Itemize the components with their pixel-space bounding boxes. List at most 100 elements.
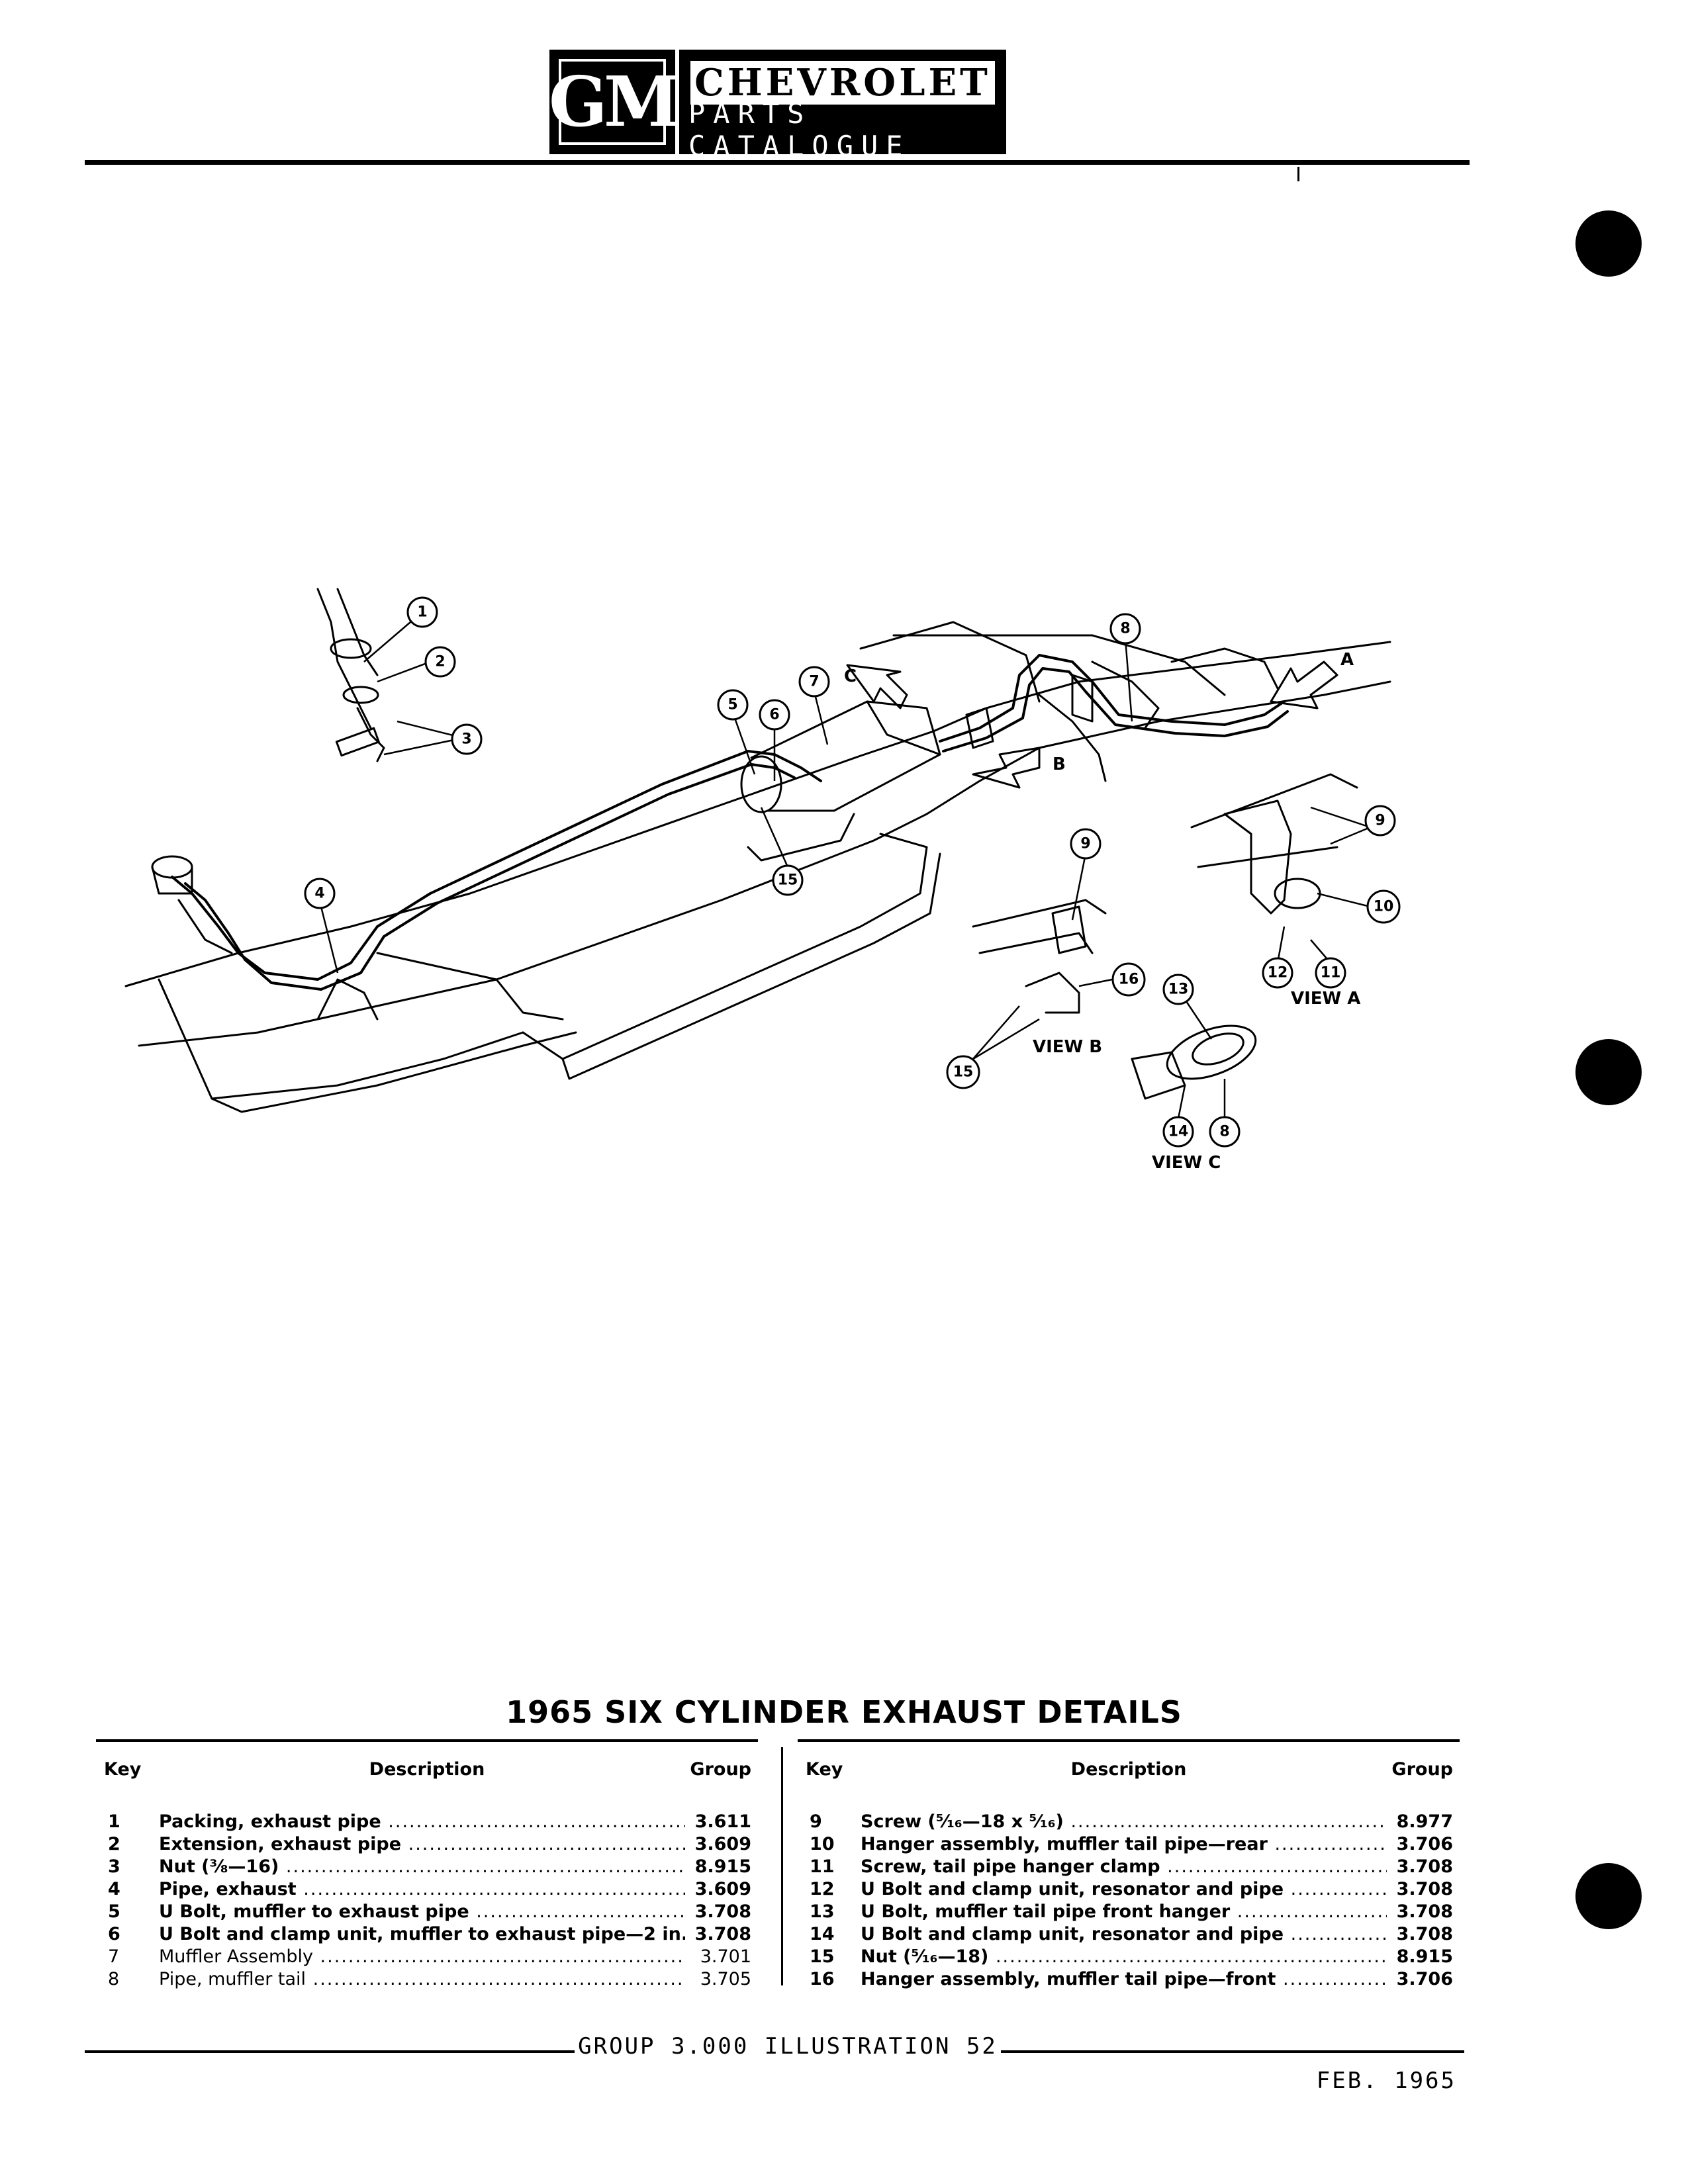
svg-text:9: 9 <box>1080 836 1090 852</box>
row-key: 15 <box>810 1946 835 1967</box>
svg-text:1: 1 <box>417 604 427 621</box>
row-key: 8 <box>108 1969 120 1989</box>
row-key: 13 <box>810 1901 835 1922</box>
row-description: U Bolt, muffler to exhaust pipe <box>159 1901 685 1923</box>
row-key: 3 <box>108 1856 120 1877</box>
svg-text:8: 8 <box>1120 621 1130 637</box>
callout-6: 6 <box>759 699 790 731</box>
muffler-front <box>740 755 782 813</box>
svg-text:6: 6 <box>769 707 779 723</box>
row-key: 10 <box>810 1834 835 1854</box>
column-header-key: Key <box>104 1759 142 1780</box>
row-key: 2 <box>108 1834 120 1854</box>
punch-hole-middle <box>1575 1039 1642 1105</box>
callout-8-view-c: 8 <box>1209 1116 1241 1148</box>
callout-8-top: 8 <box>1109 613 1141 645</box>
row-group: 3.708 <box>694 1901 751 1922</box>
callout-5: 5 <box>717 689 749 721</box>
column-header-group: Group <box>690 1759 751 1780</box>
column-header-description: Description <box>369 1759 485 1780</box>
row-key: 16 <box>810 1969 835 1989</box>
row-key: 9 <box>810 1811 822 1832</box>
row-group: 3.706 <box>1396 1834 1453 1854</box>
gm-logo-text: GM <box>549 59 680 145</box>
table-row: 9 Screw (⁵⁄₁₆—18 x ⁵⁄₁₆) 8.977 <box>798 1811 1460 1833</box>
row-group: 3.609 <box>694 1834 751 1854</box>
svg-text:3: 3 <box>461 731 471 748</box>
frame-rail-lower <box>138 680 1391 1047</box>
row-key: 7 <box>108 1946 120 1967</box>
row-group: 3.706 <box>1396 1969 1453 1989</box>
brand-block: CHEVROLET PARTS CATALOGUE <box>679 50 1006 162</box>
row-key: 1 <box>108 1811 120 1832</box>
view-c-label: VIEW C <box>1152 1153 1221 1173</box>
header-tick-mark <box>1297 167 1299 181</box>
view-a-label: VIEW A <box>1291 989 1360 1009</box>
svg-text:9: 9 <box>1375 813 1385 829</box>
svg-text:16: 16 <box>1119 972 1139 988</box>
exhaust-diagram: 1 2 3 4 5 6 7 8 15 9 10 11 12 16 13 15 1… <box>99 582 1489 1205</box>
callout-14: 14 <box>1162 1116 1194 1148</box>
callout-4: 4 <box>304 878 336 909</box>
row-description: Screw (⁵⁄₁₆—18 x ⁵⁄₁₆) <box>861 1811 1387 1833</box>
svg-text:7: 7 <box>809 674 819 690</box>
table-row: 16 Hanger assembly, muffler tail pipe—fro… <box>798 1968 1460 1991</box>
table-row: 14 U Bolt and clamp unit, resonator and p… <box>798 1923 1460 1946</box>
table-row: 5U Bolt, muffler to exhaust pipe3.708 <box>96 1901 758 1923</box>
row-group: 3.611 <box>694 1811 751 1832</box>
row-group: 3.708 <box>1396 1924 1453 1944</box>
arrow-letter-c: C <box>844 666 857 686</box>
row-key: 14 <box>810 1924 835 1944</box>
row-key: 4 <box>108 1879 120 1899</box>
table-top-rule <box>96 1739 758 1742</box>
row-group: 3.701 <box>700 1946 751 1967</box>
row-description: Pipe, exhaust <box>159 1878 685 1901</box>
svg-text:2: 2 <box>435 654 445 670</box>
svg-text:14: 14 <box>1168 1124 1189 1140</box>
svg-text:4: 4 <box>314 886 324 902</box>
row-description: Extension, exhaust pipe <box>159 1833 685 1856</box>
callout-15-muffler: 15 <box>772 864 804 896</box>
punch-hole-bottom <box>1575 1863 1642 1929</box>
row-group: 8.915 <box>1396 1946 1453 1967</box>
header-rule <box>85 160 1470 165</box>
callout-12: 12 <box>1262 957 1293 989</box>
svg-text:12: 12 <box>1268 965 1288 981</box>
view-b-label: VIEW B <box>1033 1037 1102 1057</box>
table-row: 15 Nut (⁵⁄₁₆—18) 8.915 <box>798 1946 1460 1968</box>
gm-logo: GM <box>549 50 680 154</box>
row-group: 3.708 <box>1396 1901 1453 1922</box>
row-description: U Bolt and clamp unit, resonator and pip… <box>861 1923 1387 1946</box>
column-header-description: Description <box>1070 1759 1187 1780</box>
row-description: U Bolt, muffler tail pipe front hanger <box>861 1901 1387 1923</box>
row-group: 8.977 <box>1396 1811 1453 1832</box>
row-group: 3.708 <box>694 1924 751 1944</box>
row-key: 12 <box>810 1879 835 1899</box>
catalogue-header: GM CHEVROLET PARTS CATALOGUE <box>549 50 1006 162</box>
callout-11: 11 <box>1315 957 1346 989</box>
page-title: 1965 SIX CYLINDER EXHAUST DETAILS <box>506 1694 1182 1730</box>
tail-pipe <box>939 654 1286 743</box>
row-description: Nut (⁵⁄₁₆—18) <box>861 1946 1387 1968</box>
footer-illustration-ref: GROUP 3.000 ILLUSTRATION 52 <box>578 2033 998 2060</box>
callout-13: 13 <box>1162 974 1194 1005</box>
footer-date: FEB. 1965 <box>1316 2068 1456 2094</box>
callout-7: 7 <box>798 666 830 698</box>
callout-16: 16 <box>1111 962 1146 997</box>
svg-text:5: 5 <box>727 697 737 713</box>
svg-text:11: 11 <box>1321 965 1341 981</box>
row-description: Screw, tail pipe hanger clamp <box>861 1856 1387 1878</box>
row-key: 6 <box>108 1924 120 1944</box>
svg-text:8: 8 <box>1219 1124 1229 1140</box>
row-description: Hanger assembly, muffler tail pipe—front <box>861 1968 1387 1991</box>
